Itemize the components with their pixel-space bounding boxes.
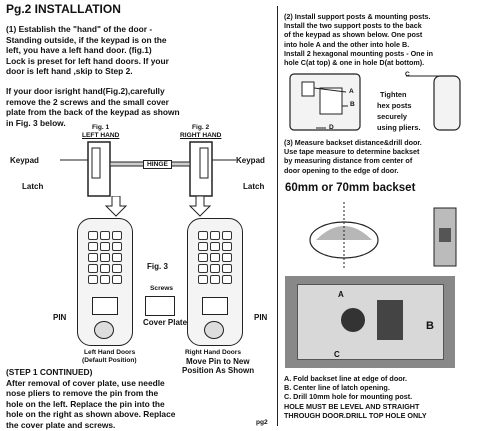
label-d: D [329,124,334,131]
fig1-keypad-shape [91,147,101,179]
right-doors-move-pin: Move Pin to New [186,357,250,366]
hole-a [301,81,315,97]
right-hand-instructions: If your door isright hand(Fig.2),careful… [6,86,274,128]
label-b: B [350,101,355,108]
pin-slot-left [92,297,118,315]
door-photo [285,276,455,368]
fig1-subtitle: LEFT HAND [82,132,120,139]
warning-line-1: HOLE MUST BE LEVEL AND STRAIGHT [284,401,420,411]
screws-label: Screws [150,285,174,292]
photo-label-b: B [426,320,434,332]
label-c: C [405,71,410,78]
knob-right [204,321,224,339]
left-doors-caption: Left Hand Doors [84,349,136,356]
fig3-title: Fig. 3 [147,262,168,271]
column-divider [277,6,278,426]
keypad-label-right: Keypad [236,156,265,165]
backset-template-diagram [309,202,457,268]
fig1-title: Fig. 1 [92,124,110,131]
right-hand-text: If your door isright hand(Fig.2),careful… [6,86,180,128]
step1-continued: (STEP 1 CONTINUED) After removal of cove… [6,367,274,431]
note-a: A. Fold backset line at edge of door. [284,374,408,383]
tighten-line-3: securely [377,112,407,121]
latch-label-right: Latch [243,182,265,191]
tighten-line-4: using pliers. [377,123,421,132]
left-column: (1) Establish the "hand" of the door - S… [6,24,274,77]
mounting-posts-diagram [289,73,461,131]
step2-text: (2) Install support posts & mounting pos… [284,12,433,68]
knob-left [94,321,114,339]
latch-label-left: Latch [22,182,44,191]
step3-section: (3) Measure backset distance&drill door.… [284,138,496,175]
warning-line-2: THROUGH DOOR.DRILL TOP HOLE ONLY [284,410,427,420]
photo-label-c: C [334,350,340,359]
keypad-left-hand [77,218,133,346]
note-c: C. Drill 10mm hole for mounting post. [284,392,413,402]
drill-hole [341,308,365,332]
pointer-a [313,87,347,93]
tighten-line-2: hex posts [377,101,412,110]
step1-cont-title: (STEP 1 CONTINUED) [6,367,93,377]
right-doors-caption: Right Hand Doors [185,349,242,356]
keypad-right-hand [187,218,243,346]
pin-label-left: PIN [53,313,67,322]
right-doors-position: Position As Shown [182,366,255,375]
step3-text: (3) Measure backset distance&drill door.… [284,138,422,175]
down-arrow-left [104,196,128,217]
lock-body [319,87,343,115]
step2-section: (2) Install support posts & mounting pos… [284,12,496,67]
down-arrows [104,196,212,217]
backset-notes: A. Fold backset line at edge of door. B.… [284,374,496,420]
left-doors-default: (Default Position) [82,357,137,364]
page-title: Pg.2 INSTALLATION [6,2,121,16]
keypad-label-left: Keypad [10,156,39,165]
keypad-side-view [433,75,461,131]
down-arrow-right [188,196,212,217]
latch-opening [377,300,403,340]
fig2-keypad-shape [199,147,209,179]
hole-shading [316,226,372,240]
cover-plate-label: Cover Plate [143,318,188,327]
fig2-title: Fig. 2 [192,124,210,131]
pin-label-right: PIN [254,313,268,322]
cover-plate-shape [145,296,175,316]
label-a: A [349,88,354,95]
page-footer: pg2 [256,419,268,426]
hinge-label: HINGE [143,160,172,169]
note-b: B. Center line of latch opening. [284,383,390,393]
photo-label-a: A [338,290,344,299]
latch-mortise [439,228,451,242]
pin-slot-right [202,297,228,315]
tighten-line-1: Tighten [380,90,407,99]
step1-intro: (1) Establish the "hand" of the door - S… [6,24,169,77]
backset-heading: 60mm or 70mm backset [285,182,416,194]
step1-cont-text: After removal of cover plate, use needle… [6,377,176,430]
template-sheet [297,284,444,360]
door-hand-diagram [60,141,236,197]
fig2-subtitle: RIGHT HAND [180,132,222,139]
